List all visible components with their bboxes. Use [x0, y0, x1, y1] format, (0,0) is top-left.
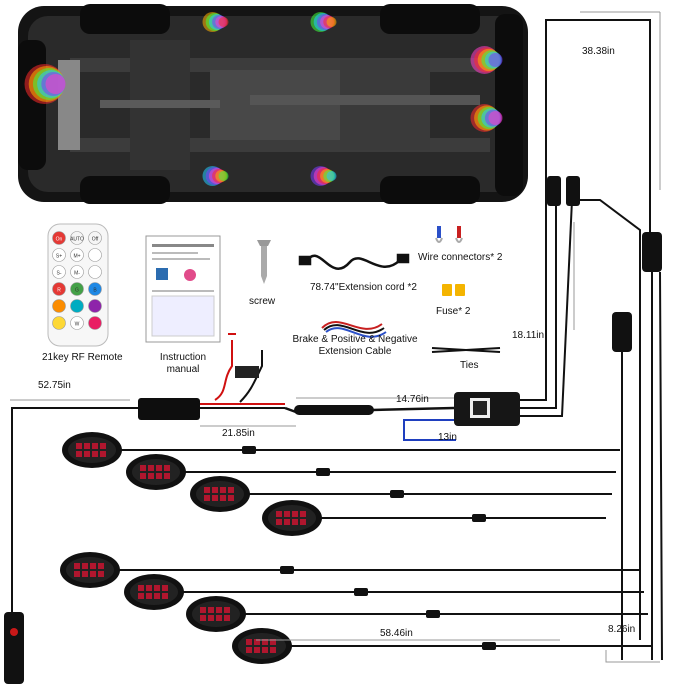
pod-connector [482, 642, 496, 650]
rock-light-pod [126, 454, 186, 490]
screw-icon [257, 240, 271, 284]
remote-key [88, 316, 102, 330]
rock-light-pod [62, 432, 122, 468]
remote-key-label: W [75, 322, 80, 328]
remote-key [52, 231, 66, 245]
pod-connector [472, 514, 486, 522]
remote-key-label: R [57, 288, 61, 294]
rgb-glow [24, 64, 66, 104]
length-13-label: 13in [438, 432, 457, 443]
remote-key [52, 248, 66, 262]
pod-connector [354, 588, 368, 596]
rock-light-pod [124, 574, 184, 610]
remote-key [88, 282, 102, 296]
length-38-label: 38.38in [582, 46, 615, 57]
pod-connector [242, 446, 256, 454]
remote-key [88, 248, 102, 262]
extension-cord-icon [298, 253, 410, 270]
remote-key [70, 316, 84, 330]
remote-key [52, 265, 66, 279]
brake-extension-cable-icon [321, 321, 387, 338]
rock-light-pod [60, 552, 120, 588]
remote-key-label: G [75, 288, 79, 294]
rgb-glow [470, 46, 503, 74]
remote-key-label: M+ [73, 254, 80, 260]
remote-key [70, 231, 84, 245]
remote-key-label: S+ [56, 254, 62, 260]
rock-light-pod [262, 500, 322, 536]
remote-key [88, 231, 102, 245]
remote-key-label: M- [74, 271, 80, 277]
remote-key-label: B [93, 288, 97, 294]
wiring-harness [4, 19, 663, 684]
ties-label: Ties [460, 360, 479, 371]
remote-key-label: Off [92, 237, 99, 243]
screw-label: screw [249, 296, 276, 307]
pod-connector [426, 610, 440, 618]
brake-cable-label: Brake & Positive & Negative Extension Ca… [292, 334, 418, 357]
remote-key [70, 248, 84, 262]
remote-key [88, 299, 102, 313]
fuse-icon [442, 284, 465, 296]
length-14-label: 14.76in [396, 394, 429, 405]
remote-key-label: On [56, 237, 63, 243]
length-58-label: 58.46in [380, 628, 413, 639]
manual-label: Instruction manual [159, 352, 207, 375]
remote-key [52, 299, 66, 313]
rock-light-pod [186, 596, 246, 632]
cable-ties-icon [431, 347, 501, 353]
wire-connectors-label: Wire connectors* 2 [418, 252, 503, 263]
length-52-label: 52.75in [38, 380, 71, 391]
rock-light-pod [190, 476, 250, 512]
remote-label: 21key RF Remote [42, 352, 123, 363]
remote-key [88, 265, 102, 279]
remote-key-label: AUTO [70, 237, 84, 243]
remote-key-label: S- [57, 271, 62, 277]
rock-light-pod [232, 628, 292, 664]
rgb-glow [470, 104, 503, 132]
length-21-label: 21.85in [222, 428, 255, 439]
length-8-label: 8.26in [608, 624, 636, 635]
remote-key [70, 299, 84, 313]
pod-branch-cables [118, 446, 652, 650]
wire-connectors-icon [435, 226, 463, 243]
rgb-glow [202, 166, 229, 186]
length-18-label: 18.11in [512, 330, 545, 341]
dimension-lines [10, 11, 661, 663]
instruction-manual-sheet [145, 235, 221, 343]
vehicle-underside [18, 4, 528, 204]
fuse-label: Fuse* 2 [436, 306, 471, 317]
rgb-glow [310, 12, 337, 32]
remote-key [52, 282, 66, 296]
rgb-light-glows [24, 12, 503, 186]
rock-light-pods [60, 432, 322, 664]
extension-cord-label: 78.74"Extension cord *2 [310, 282, 417, 293]
pod-connector [280, 566, 294, 574]
rgb-glow [310, 166, 337, 186]
pod-connector [316, 468, 330, 476]
remote-key [70, 282, 84, 296]
rgb-glow [202, 12, 229, 32]
pod-connector [390, 490, 404, 498]
remote-key [52, 316, 66, 330]
remote-key [70, 265, 84, 279]
